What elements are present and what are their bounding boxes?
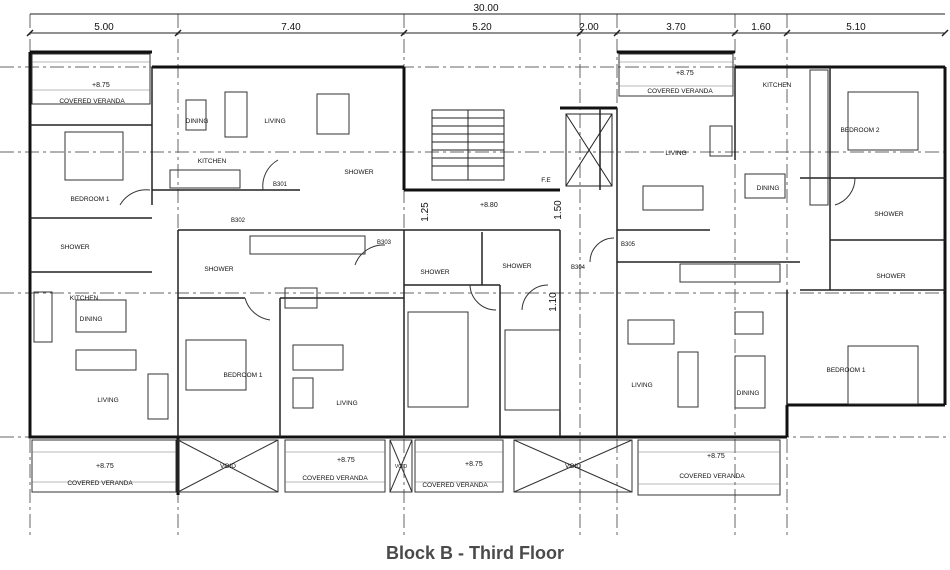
stair-core (431, 109, 613, 187)
door-tag: B304 (571, 265, 586, 271)
room-label-dining: DINING (80, 316, 103, 323)
room-label-veranda: COVERED VERANDA (302, 475, 368, 482)
dimension-segment: 1.60 (751, 22, 771, 33)
room-label-dining: DINING (737, 390, 760, 397)
room-label-living: LIVING (665, 150, 686, 157)
level-label: +8.75 (465, 461, 483, 468)
level-markers: +8.75 +8.75 +8.75 +8.75 +8.75 +8.75 +8.8… (92, 70, 725, 470)
verandas (31, 53, 781, 496)
furniture (33, 69, 919, 420)
door-tag: B303 (377, 240, 392, 246)
room-label-kitchen: KITCHEN (198, 158, 227, 165)
door-tags: B301 B302 B303 B304 B305 (231, 182, 636, 271)
room-label-void: VOID (220, 463, 236, 470)
level-label: +8.75 (676, 70, 694, 77)
dimension-vertical: 1.50 (553, 200, 564, 220)
room-label-living: LIVING (97, 397, 118, 404)
room-label-bedroom-2: BEDROOM 2 (840, 127, 879, 134)
room-label-bedroom-1: BEDROOM 1 (70, 196, 109, 203)
room-label-living: LIVING (631, 382, 652, 389)
dimension-overall: 30.00 (473, 3, 498, 14)
room-label-bedroom-1: BEDROOM 1 (826, 367, 865, 374)
room-label-kitchen: KITCHEN (70, 295, 99, 302)
door-tag: B301 (273, 182, 288, 188)
dimension-segment: 5.20 (472, 22, 492, 33)
room-label-veranda: COVERED VERANDA (59, 98, 125, 105)
room-label-void: VOID (565, 463, 581, 470)
room-label-kitchen: KITCHEN (763, 82, 792, 89)
level-label: +8.75 (92, 82, 110, 89)
door-swings (119, 159, 856, 321)
room-label-shower: SHOWER (60, 244, 90, 251)
room-label-living: LIVING (264, 118, 285, 125)
dimension-segment: 7.40 (281, 22, 301, 33)
level-label: +8.80 (480, 202, 498, 209)
room-label-dining: DINING (186, 118, 209, 125)
room-label-bedroom-1: BEDROOM 1 (223, 372, 262, 379)
dimension-segment: 5.10 (846, 22, 866, 33)
room-label-shower: SHOWER (344, 169, 374, 176)
room-label-shower: SHOWER (204, 266, 234, 273)
dimension-labels: 30.00 5.00 7.40 5.20 2.00 3.70 1.60 5.10… (94, 3, 866, 312)
room-label-veranda: COVERED VERANDA (422, 482, 488, 489)
room-label-void: VOID (395, 464, 408, 470)
dimension-lines (26, 13, 949, 37)
dimension-vertical: 1.25 (420, 202, 431, 222)
dimension-segment: 3.70 (666, 22, 686, 33)
interior-walls (30, 67, 945, 437)
grid-lines (0, 14, 950, 535)
floor-plan: 30.00 5.00 7.40 5.20 2.00 3.70 1.60 5.10… (0, 3, 950, 535)
dimension-segment: 2.00 (579, 22, 599, 33)
drawing-caption: Block B - Third Floor (386, 543, 564, 563)
room-label-living: LIVING (336, 400, 357, 407)
dimension-vertical: 1.10 (548, 292, 559, 312)
room-label-shower: SHOWER (420, 269, 450, 276)
fire-extinguisher-label: F.E (541, 177, 551, 184)
level-label: +8.75 (96, 463, 114, 470)
door-tag: B305 (621, 242, 636, 248)
void-areas (177, 439, 633, 493)
room-label-shower: SHOWER (874, 211, 904, 218)
room-label-veranda: COVERED VERANDA (67, 480, 133, 487)
room-labels: COVERED VERANDA COVERED VERANDA COVERED … (59, 82, 906, 489)
room-label-veranda: COVERED VERANDA (647, 88, 713, 95)
room-label-shower: SHOWER (502, 263, 532, 270)
room-label-shower: SHOWER (876, 273, 906, 280)
room-label-dining: DINING (757, 185, 780, 192)
level-label: +8.75 (337, 457, 355, 464)
door-tag: B302 (231, 218, 246, 224)
level-label: +8.75 (707, 453, 725, 460)
room-label-veranda: COVERED VERANDA (679, 473, 745, 480)
dimension-segment: 5.00 (94, 22, 114, 33)
